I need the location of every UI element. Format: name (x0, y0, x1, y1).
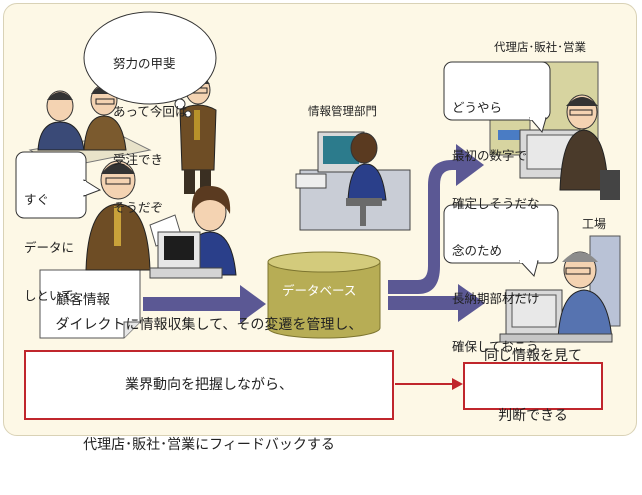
bubble-line: 確定しそうだな (452, 196, 540, 211)
bubble-line: あって今回は (113, 104, 188, 119)
bubble-line: しといて (24, 288, 74, 303)
info-dept-illustration (295, 131, 411, 231)
caption-line: ダイレクトに情報収集して、その変遷を管理し、 (55, 317, 363, 333)
arrow-caption-to-judge (395, 378, 463, 390)
arrow-db-to-factory (388, 284, 485, 322)
diagram-stage: 努力の甲斐 あって今回は 受注でき そうだぞ すぐ データに しといて どうやら… (3, 3, 637, 453)
thought-bubble-effort (83, 11, 217, 118)
bubble-line: 最初の数字で (452, 148, 528, 163)
diagram-graphics (15, 11, 621, 390)
bubble-line: 努力の甲斐 (113, 56, 176, 71)
label-database: データベース (282, 283, 357, 298)
bubble-line: データに (24, 240, 75, 255)
bubble-line: そうだぞ (113, 200, 164, 215)
database-cylinder (267, 251, 381, 339)
bubble-effort-text: 努力の甲斐 あって今回は 受注でき そうだぞ (113, 24, 187, 248)
speech-bubble-data-request (15, 151, 102, 219)
label-info-dept: 情報管理部門 (308, 104, 377, 118)
label-agency-dept: 代理店･販社･営業 (494, 40, 586, 54)
label-factory: 工場 (582, 217, 607, 231)
bubble-factory-text: 念のため 長納期部材だけ 確保しておこう (452, 211, 540, 387)
caption-judge: 同じ情報を見て 判断できる (463, 348, 603, 424)
bubble-line: 確保しておこう (452, 339, 539, 354)
bubble-line: 念のため (452, 243, 503, 258)
speech-bubble-factory (443, 204, 559, 278)
bubble-line: すぐ (24, 192, 50, 207)
bubble-line: 長納期部材だけ (452, 291, 540, 306)
factory-illustration (499, 235, 621, 343)
bubble-data-request-text: すぐ データに しといて (24, 160, 74, 336)
caption-line: 業界動向を把握しながら、 (124, 377, 293, 393)
bubble-agency-text: どうやら 最初の数字で 確定しそうだな (452, 68, 540, 244)
caption-main: ダイレクトに情報収集して、その変遷を管理し、 業界動向を把握しながら、 代理店･… (24, 317, 394, 453)
speech-bubble-agency (443, 61, 551, 134)
arrow-customer-to-db (143, 285, 266, 323)
bubble-line: 受注でき (113, 152, 164, 167)
operator-illustration (149, 185, 237, 279)
caption-line: 判断できる (498, 408, 568, 424)
caption-line: 代理店･販社･営業にフィードバックする (83, 437, 335, 453)
label-customer-info: 顧客情報 (56, 292, 110, 308)
arrow-db-to-agency (388, 144, 484, 294)
bubble-line: どうやら (452, 100, 503, 115)
caption-line: 同じ情報を見て (484, 348, 582, 364)
customer-info-document (39, 269, 141, 339)
